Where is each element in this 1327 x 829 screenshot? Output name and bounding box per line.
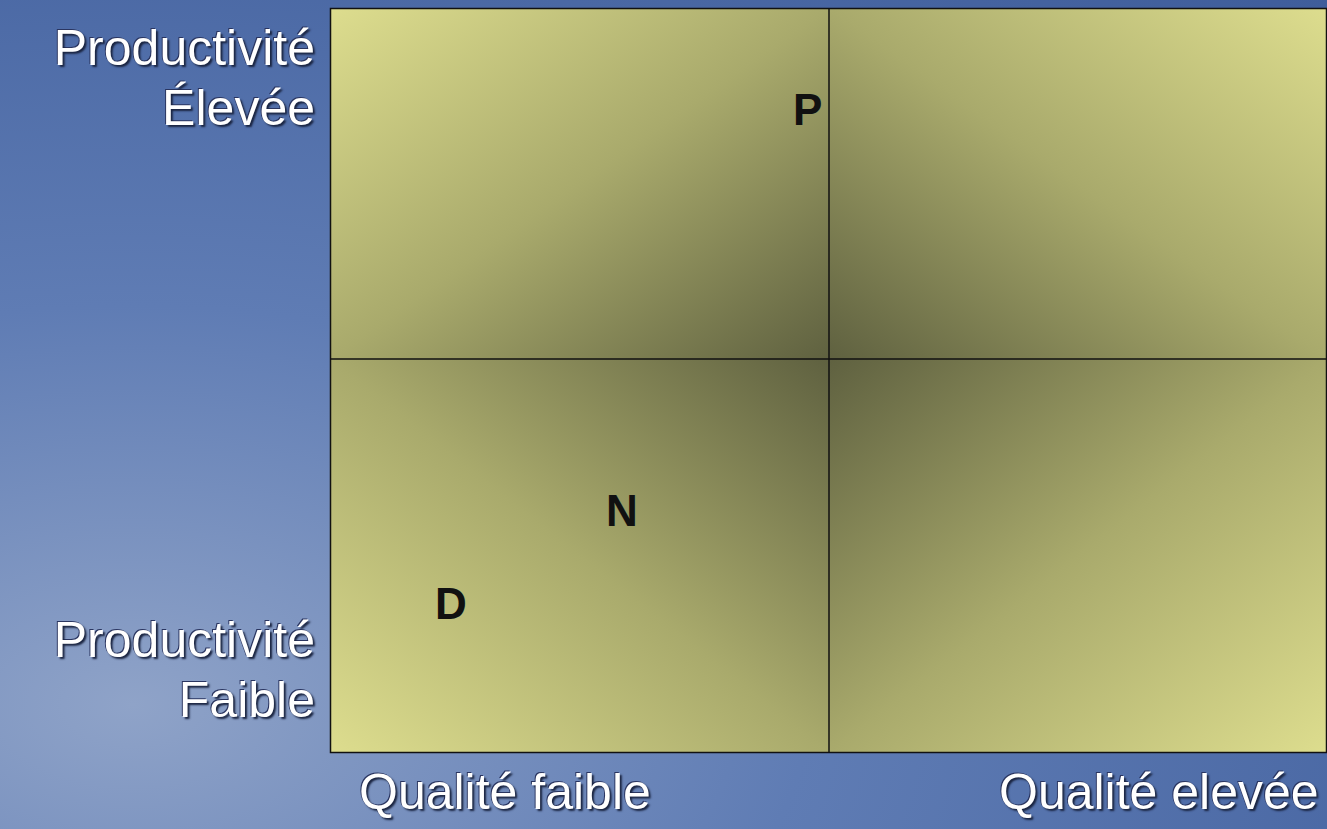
- point-label: P: [793, 85, 822, 135]
- point-label: D: [435, 579, 467, 629]
- axis-label: Productivité Faible: [10, 610, 315, 730]
- matrix-border: [331, 9, 1327, 753]
- axis-label: Qualité faible: [359, 762, 651, 822]
- axis-label: Productivité Élevée: [10, 18, 315, 138]
- quadrant: [829, 359, 1327, 753]
- quadrant: [829, 8, 1327, 359]
- quadrant: [330, 359, 829, 753]
- divider-line: [330, 358, 1327, 360]
- quadrant: [330, 8, 829, 359]
- axis-label: Qualité elevée: [999, 762, 1319, 822]
- point-label: N: [606, 486, 638, 536]
- divider-line: [828, 8, 830, 753]
